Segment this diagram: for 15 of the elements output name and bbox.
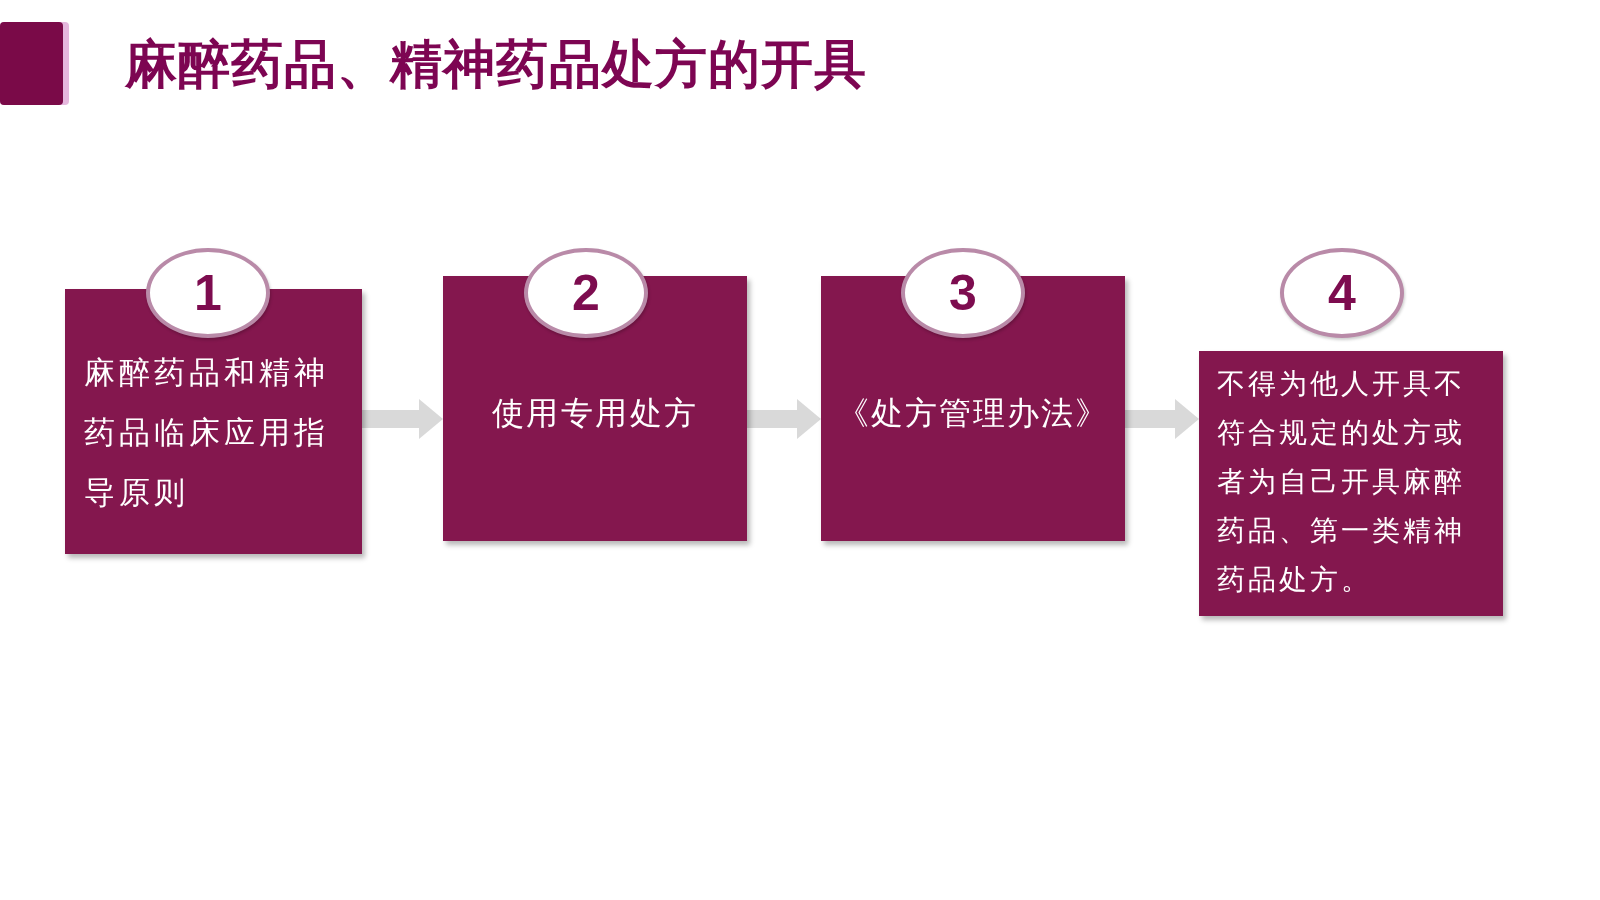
step-description: 不得为他人开具不符合规定的处方或者为自己开具麻醉药品、第一类精神药品处方。 xyxy=(1217,366,1466,598)
step-description: 麻醉药品和精神药品临床应用指导原则 xyxy=(84,353,330,512)
step-number-ellipse: 1 xyxy=(146,248,270,338)
process-box xyxy=(443,276,747,541)
arrow xyxy=(1125,399,1199,439)
arrow xyxy=(362,399,443,439)
page-title: 麻醉药品、精神药品处方的开具 xyxy=(125,33,867,96)
process-box xyxy=(1199,351,1503,616)
step-description: 《处方管理办法》 xyxy=(837,393,1109,433)
process-box xyxy=(821,276,1125,541)
arrow xyxy=(747,399,821,439)
step-number-ellipse: 3 xyxy=(901,248,1025,338)
step-description: 使用专用处方 xyxy=(491,393,699,433)
step-number-ellipse: 2 xyxy=(524,248,648,338)
step-number-ellipse: 4 xyxy=(1280,248,1404,338)
